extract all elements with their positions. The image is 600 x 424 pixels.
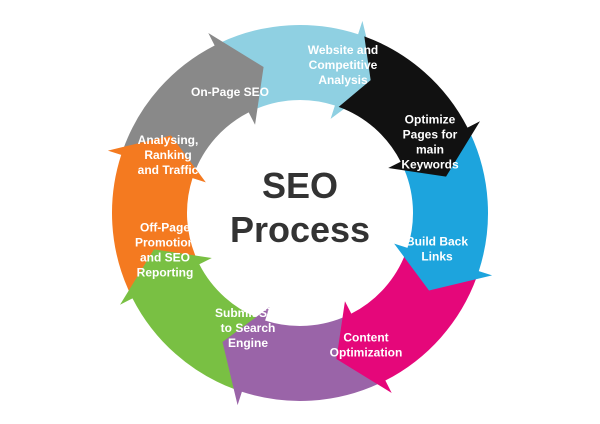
step-submit-site-label-line: Engine bbox=[228, 336, 268, 350]
step-on-page-seo-label: On-Page SEO bbox=[191, 85, 269, 99]
step-analysing-ranking-label-line: and Traffic bbox=[138, 163, 199, 177]
step-website-analysis-label-line: Competitive bbox=[309, 58, 378, 72]
step-website-analysis-label-line: Analysis bbox=[318, 73, 368, 87]
center-title-line1: SEO bbox=[262, 165, 338, 206]
step-analysing-ranking-label-line: Ranking bbox=[144, 148, 191, 162]
step-optimize-pages-label-line: Keywords bbox=[401, 158, 459, 172]
step-optimize-pages-label-line: main bbox=[416, 143, 444, 157]
step-content-optimization-arrow bbox=[222, 307, 380, 406]
center-title-line2: Process bbox=[230, 209, 370, 250]
step-off-page-promotion-label-line: Reporting bbox=[137, 266, 194, 280]
step-content-optimization-label-line: Content bbox=[343, 331, 388, 345]
step-off-page-promotion-label-line: Off-Page bbox=[140, 221, 190, 235]
step-submit-site-label-line: Submit Site bbox=[215, 306, 281, 320]
step-on-page-seo-arrow bbox=[220, 20, 378, 119]
step-optimize-pages-label-line: Optimize bbox=[405, 113, 456, 127]
step-website-analysis-arrow bbox=[338, 36, 480, 177]
cycle-arrows bbox=[107, 20, 493, 406]
step-optimize-pages-arrow bbox=[394, 133, 493, 291]
step-content-optimization-label-line: Optimization bbox=[330, 346, 403, 360]
step-build-back-links-label-line: Links bbox=[421, 250, 453, 264]
step-on-page-seo-label-line: On-Page SEO bbox=[191, 85, 269, 99]
step-off-page-promotion-arrow bbox=[107, 135, 206, 293]
step-submit-site-label-line: to Search bbox=[221, 321, 276, 335]
step-optimize-pages-label-line: Pages for bbox=[403, 128, 458, 142]
step-build-back-links-label-line: Build Back bbox=[406, 235, 468, 249]
step-website-analysis-label-line: Website and bbox=[308, 43, 378, 57]
step-off-page-promotion-label-line: and SEO bbox=[140, 251, 190, 265]
step-off-page-promotion-label-line: Promotion bbox=[135, 236, 195, 250]
step-analysing-ranking-label-line: Analysing, bbox=[138, 133, 199, 147]
